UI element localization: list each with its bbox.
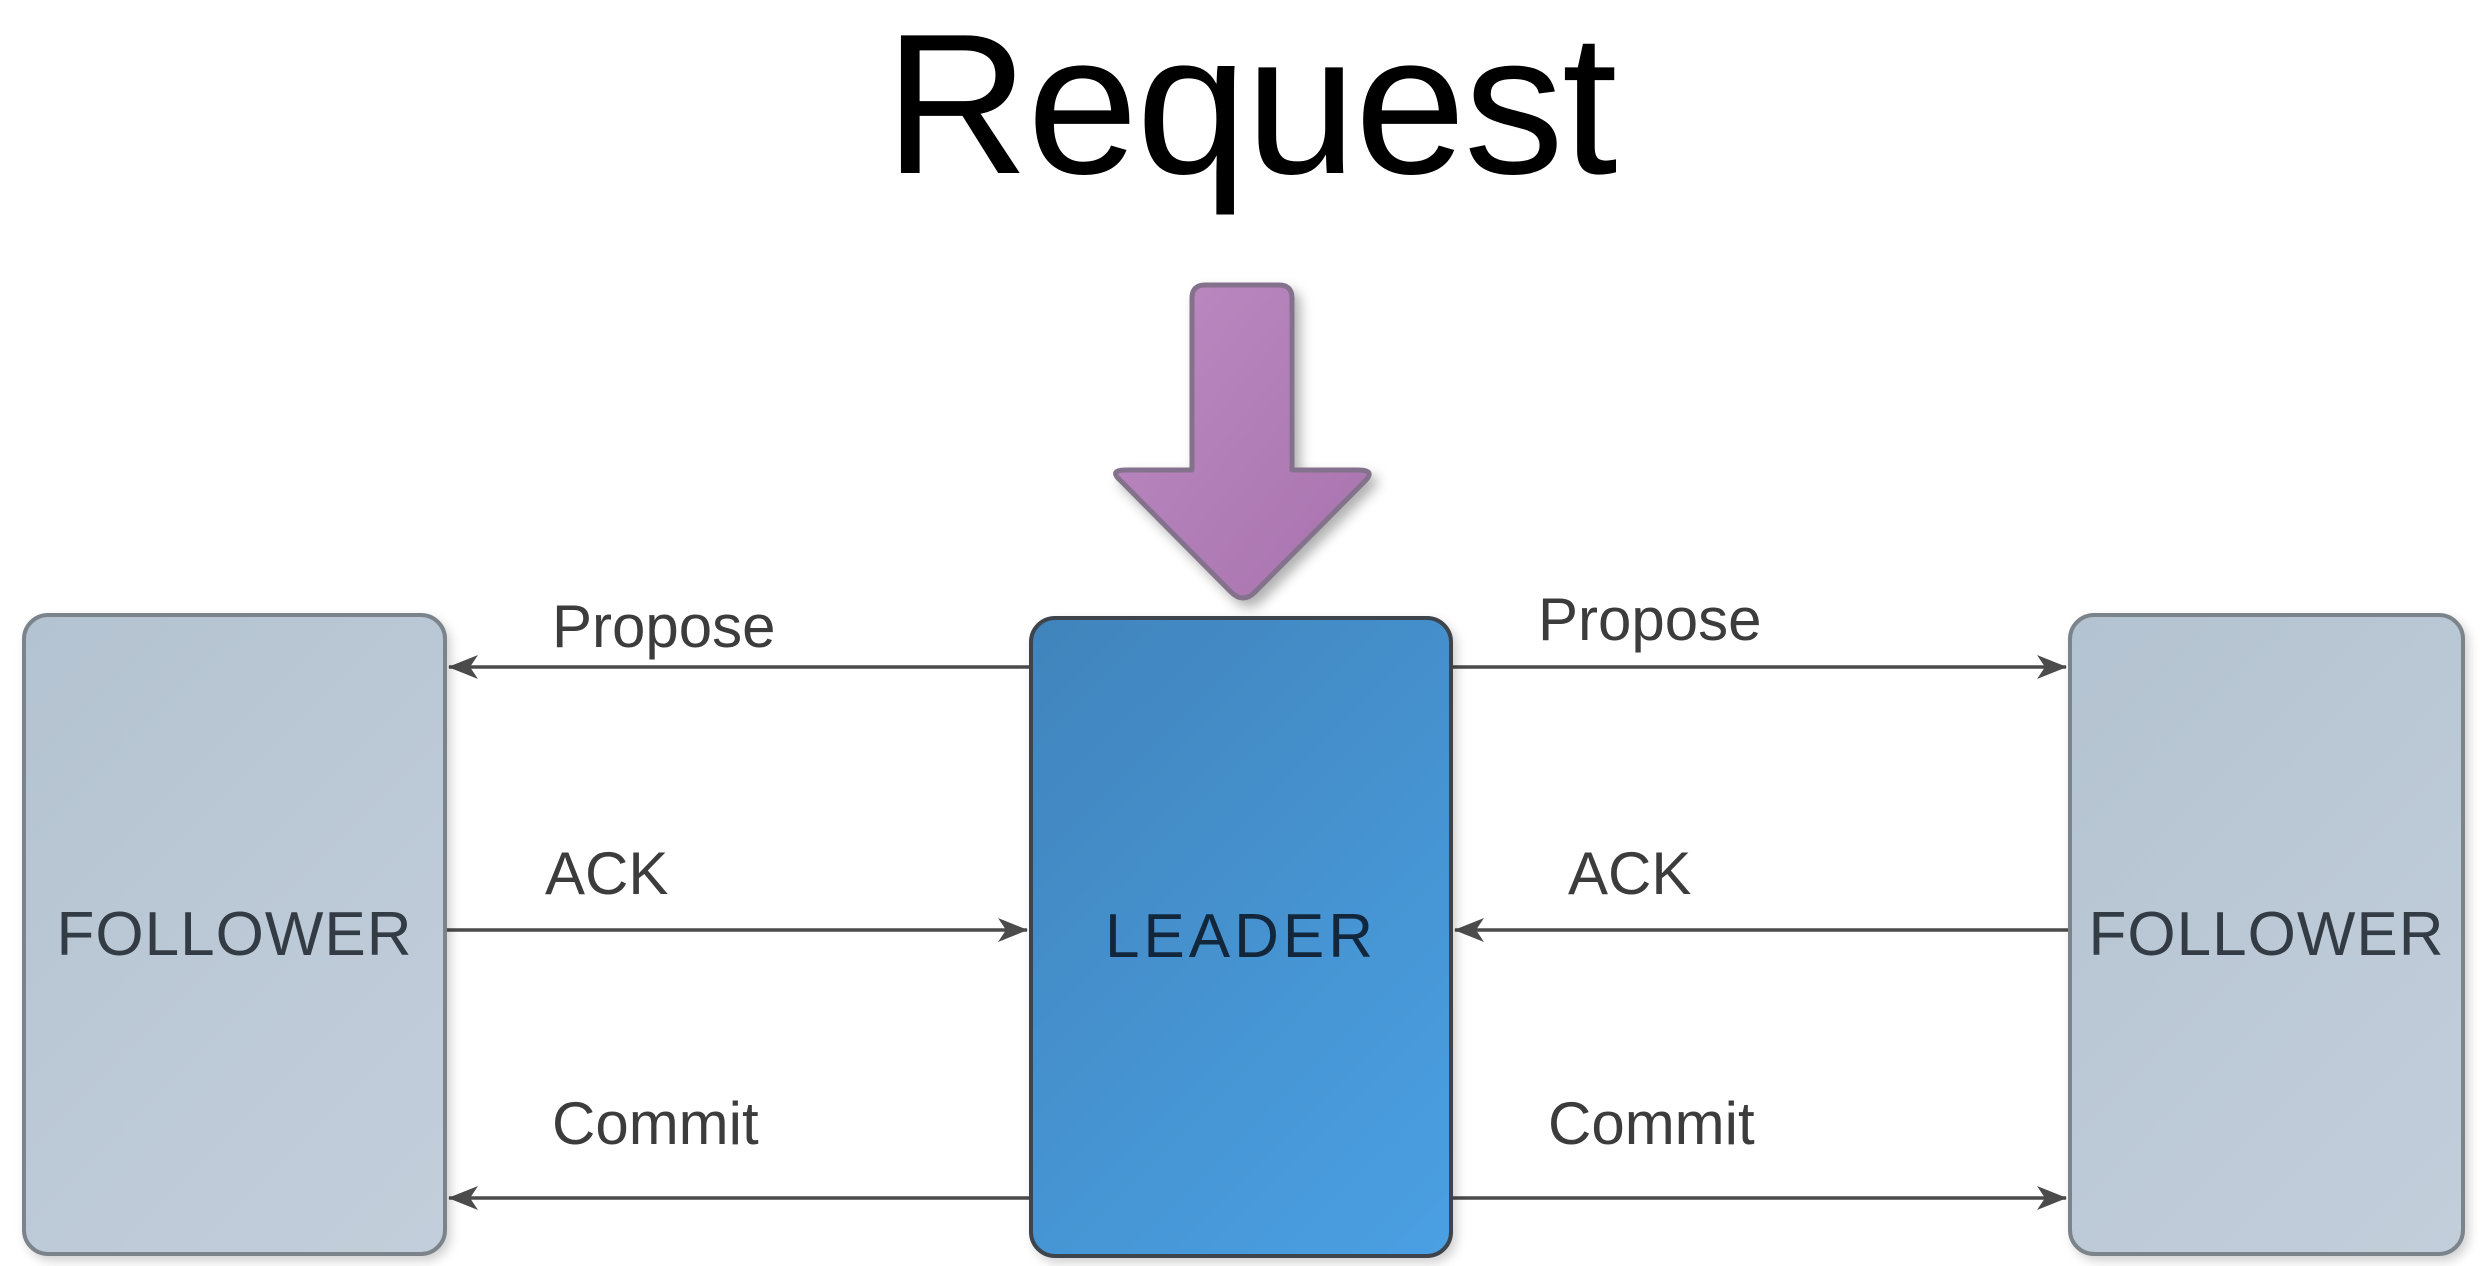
propose-right-label: Propose [1538, 586, 1762, 653]
follower-left-node: FOLLOWER [22, 613, 447, 1256]
propose-left-label: Propose [552, 593, 776, 660]
ack-left-label: ACK [545, 840, 669, 907]
follower-right-node: FOLLOWER [2068, 613, 2465, 1256]
leader-label: LEADER [1104, 902, 1378, 971]
follower-left-label: FOLLOWER [56, 899, 413, 969]
commit-left-label: Commit [552, 1090, 759, 1157]
request-down-arrow-icon [1113, 282, 1372, 601]
leader-node: LEADER [1029, 616, 1453, 1258]
ack-right-label: ACK [1568, 840, 1692, 907]
page-title: Request [884, 0, 1618, 216]
commit-right-label: Commit [1548, 1090, 1755, 1157]
follower-right-label: FOLLOWER [2088, 899, 2445, 969]
